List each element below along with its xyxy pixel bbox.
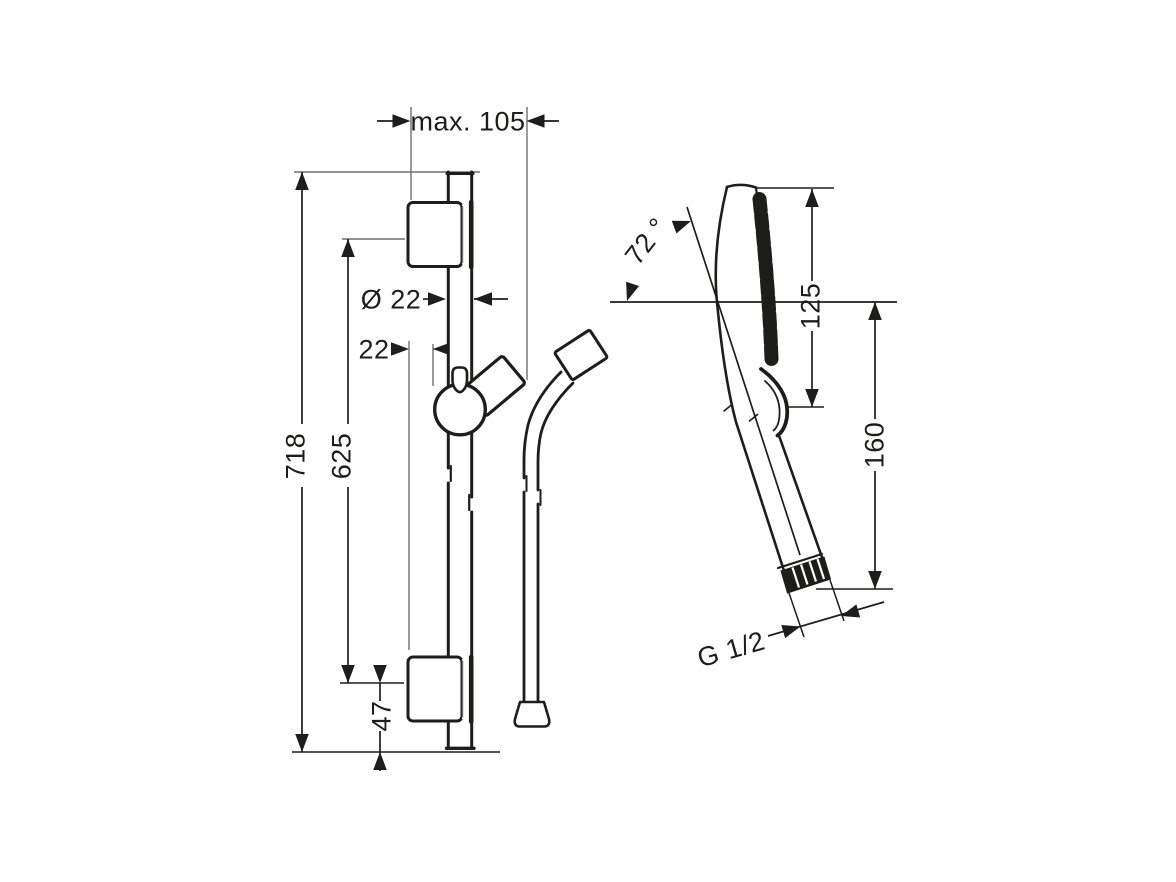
dimension-diameter-22: Ø 22 [361, 284, 508, 314]
hose-inner-line [536, 381, 575, 704]
handle-right-edge [778, 435, 826, 565]
select-button-outer [759, 367, 790, 438]
hand-shower-view: 72 ° 125 160 G 1/2 [610, 183, 897, 674]
hose-break-marks [525, 475, 542, 506]
dimension-72-deg: 72 ° [610, 206, 897, 556]
handle-joint-ticks [723, 403, 759, 422]
bracket-bottom-bar-strip [462, 659, 473, 719]
bar-body [447, 172, 473, 749]
bracket-bottom-body [406, 655, 464, 723]
dimension-g-half: G 1/2 [694, 579, 885, 674]
label-head-length: 125 [795, 283, 825, 330]
arrowhead-axis-icon [671, 220, 691, 234]
dimension-125: 125 [757, 187, 834, 408]
hose-end-cone [513, 700, 551, 728]
dimension-160: 160 [816, 302, 893, 590]
arrowhead-baseline-icon [626, 281, 640, 301]
label-bottom-offset: 47 [366, 700, 396, 731]
head-top-edge [725, 183, 758, 189]
label-bracket-distance: 625 [326, 433, 356, 480]
bracket-top-body [406, 201, 464, 268]
hand-shower [714, 183, 832, 594]
arrowhead-up-icon [341, 239, 355, 257]
dimension-625: 625 [326, 239, 356, 683]
label-total-height: 718 [280, 433, 310, 480]
bracket-top-bar-strip [462, 204, 473, 265]
wall-bracket-top [406, 199, 474, 270]
slider-pin [451, 366, 469, 394]
arrowhead-left-icon [474, 292, 492, 306]
arrowhead-up-icon [295, 172, 309, 190]
shower-hose [513, 328, 609, 728]
wall-bar-view: max. 105 718 625 Ø 22 22 [280, 106, 609, 771]
thread-connector [780, 556, 832, 594]
arrowhead-left-icon [841, 604, 861, 618]
wall-bracket-bottom [406, 654, 474, 724]
spray-axis-line [686, 206, 801, 556]
arrowhead-right-icon [781, 625, 801, 639]
label-max-offset: max. 105 [410, 106, 525, 136]
dimension-22: 22 [358, 334, 451, 364]
label-spray-angle: 72 ° [619, 212, 674, 270]
arrowhead-right-icon [391, 342, 409, 356]
arrowhead-right-icon [392, 114, 411, 128]
spray-nozzles [752, 192, 779, 366]
label-wall-clearance: 22 [358, 334, 389, 364]
reference-lines [294, 107, 528, 650]
dimension-max-105: max. 105 [377, 106, 559, 136]
label-bar-diameter: Ø 22 [361, 284, 422, 314]
arrowhead-left-icon [526, 114, 545, 128]
arrowhead-up-icon [805, 189, 819, 207]
label-thread-size: G 1/2 [694, 626, 768, 674]
slider-holder [433, 355, 526, 437]
arrowhead-right-icon [428, 292, 446, 306]
dimension-47: 47 [292, 665, 500, 771]
arrowhead-down-icon [805, 389, 819, 407]
thread-neck-line [776, 552, 824, 570]
hose-outer-line [522, 370, 563, 704]
arrowhead-left-icon [433, 342, 451, 356]
hose-connector [553, 328, 609, 382]
arrowhead-down-icon [373, 665, 387, 683]
dimension-718: 718 [280, 172, 310, 752]
arrowhead-down-icon [341, 665, 355, 683]
arrowhead-up-icon [868, 302, 882, 320]
arrowhead-up-icon [373, 752, 387, 770]
arrowhead-down-icon [295, 734, 309, 752]
arrowhead-down-icon [868, 571, 882, 589]
head-back-outline [714, 185, 788, 579]
select-button-inner [764, 380, 781, 432]
bar-break-marks [449, 464, 471, 512]
label-body-length: 160 [859, 422, 889, 469]
